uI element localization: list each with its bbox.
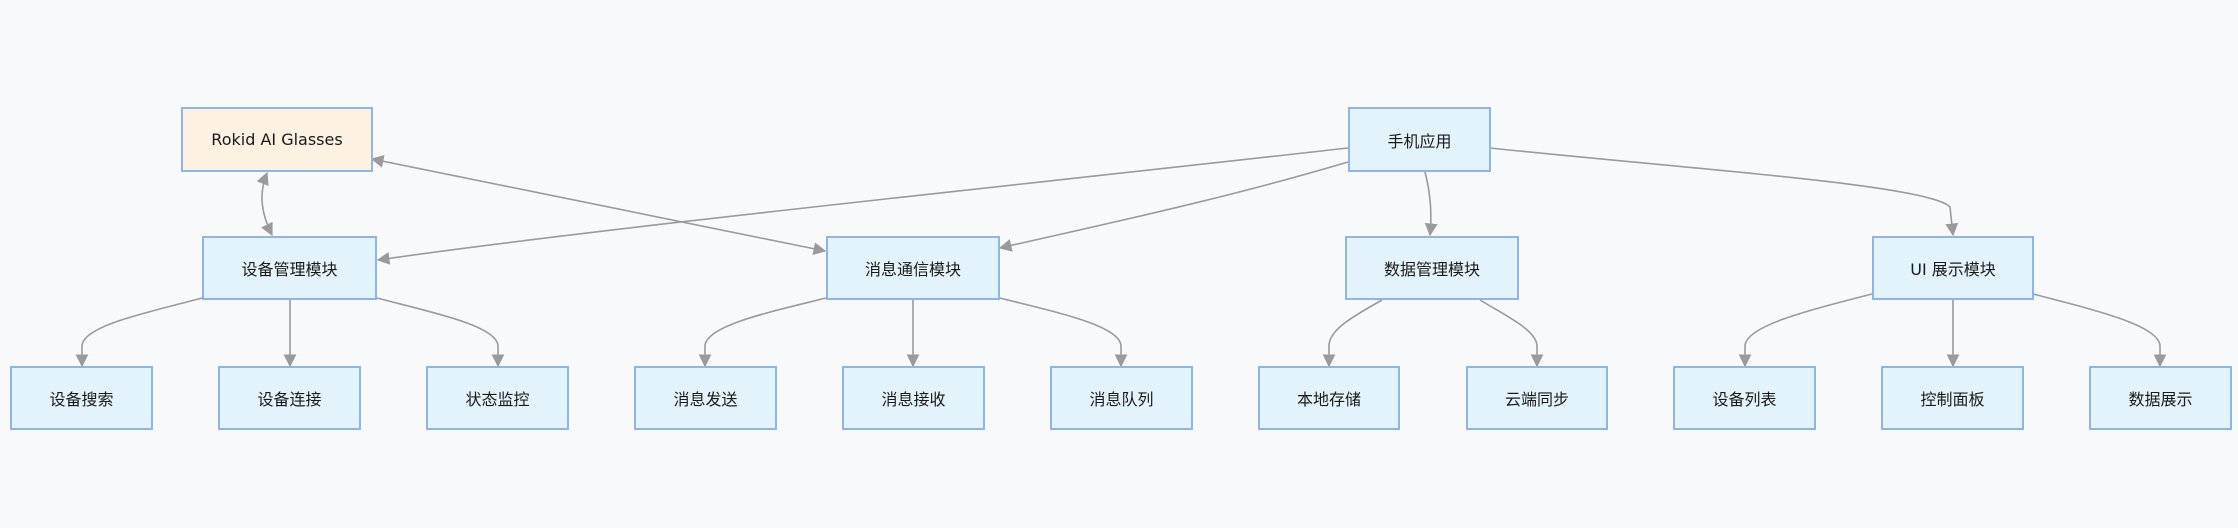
node-message-communication-module: 消息通信模块 [826,236,1000,300]
node-cloud-sync: 云端同步 [1466,366,1608,430]
edge-msg-comm-send [698,297,827,368]
edge-msg-comm-queue [999,297,1128,368]
node-device-search: 设备搜索 [10,366,153,430]
edge-ui-display-list [1738,293,1873,368]
node-control-panel: 控制面板 [1881,366,2024,430]
edge-phone-ui-display [1489,147,1959,237]
node-rokid-ai-glasses: Rokid AI Glasses [181,107,373,172]
edge-device-mgmt-search [75,297,203,368]
node-message-send: 消息发送 [634,366,777,430]
edge-data-mgmt-cloud [1479,299,1544,368]
node-status-monitor: 状态监控 [426,366,569,430]
node-device-list: 设备列表 [1673,366,1816,430]
node-data-display: 数据展示 [2089,366,2232,430]
edge-data-mgmt-local [1322,299,1383,368]
edge-glasses-msg-comm [370,155,827,255]
node-ui-display-module: UI 展示模块 [1872,236,2034,300]
node-data-management-module: 数据管理模块 [1345,236,1519,300]
edge-phone-device-mgmt [376,147,1349,265]
edge-device-mgmt-status [376,297,505,368]
node-message-queue: 消息队列 [1050,366,1193,430]
edge-phone-msg-comm [998,161,1349,252]
edge-phone-data-mgmt [1424,171,1438,237]
node-device-management-module: 设备管理模块 [202,236,377,300]
edge-glasses-device-mgmt [256,171,273,237]
node-message-receive: 消息接收 [842,366,985,430]
node-device-connect: 设备连接 [218,366,361,430]
node-local-storage: 本地存储 [1258,366,1400,430]
node-phone-app: 手机应用 [1348,107,1491,172]
edge-ui-display-data [2032,293,2167,368]
